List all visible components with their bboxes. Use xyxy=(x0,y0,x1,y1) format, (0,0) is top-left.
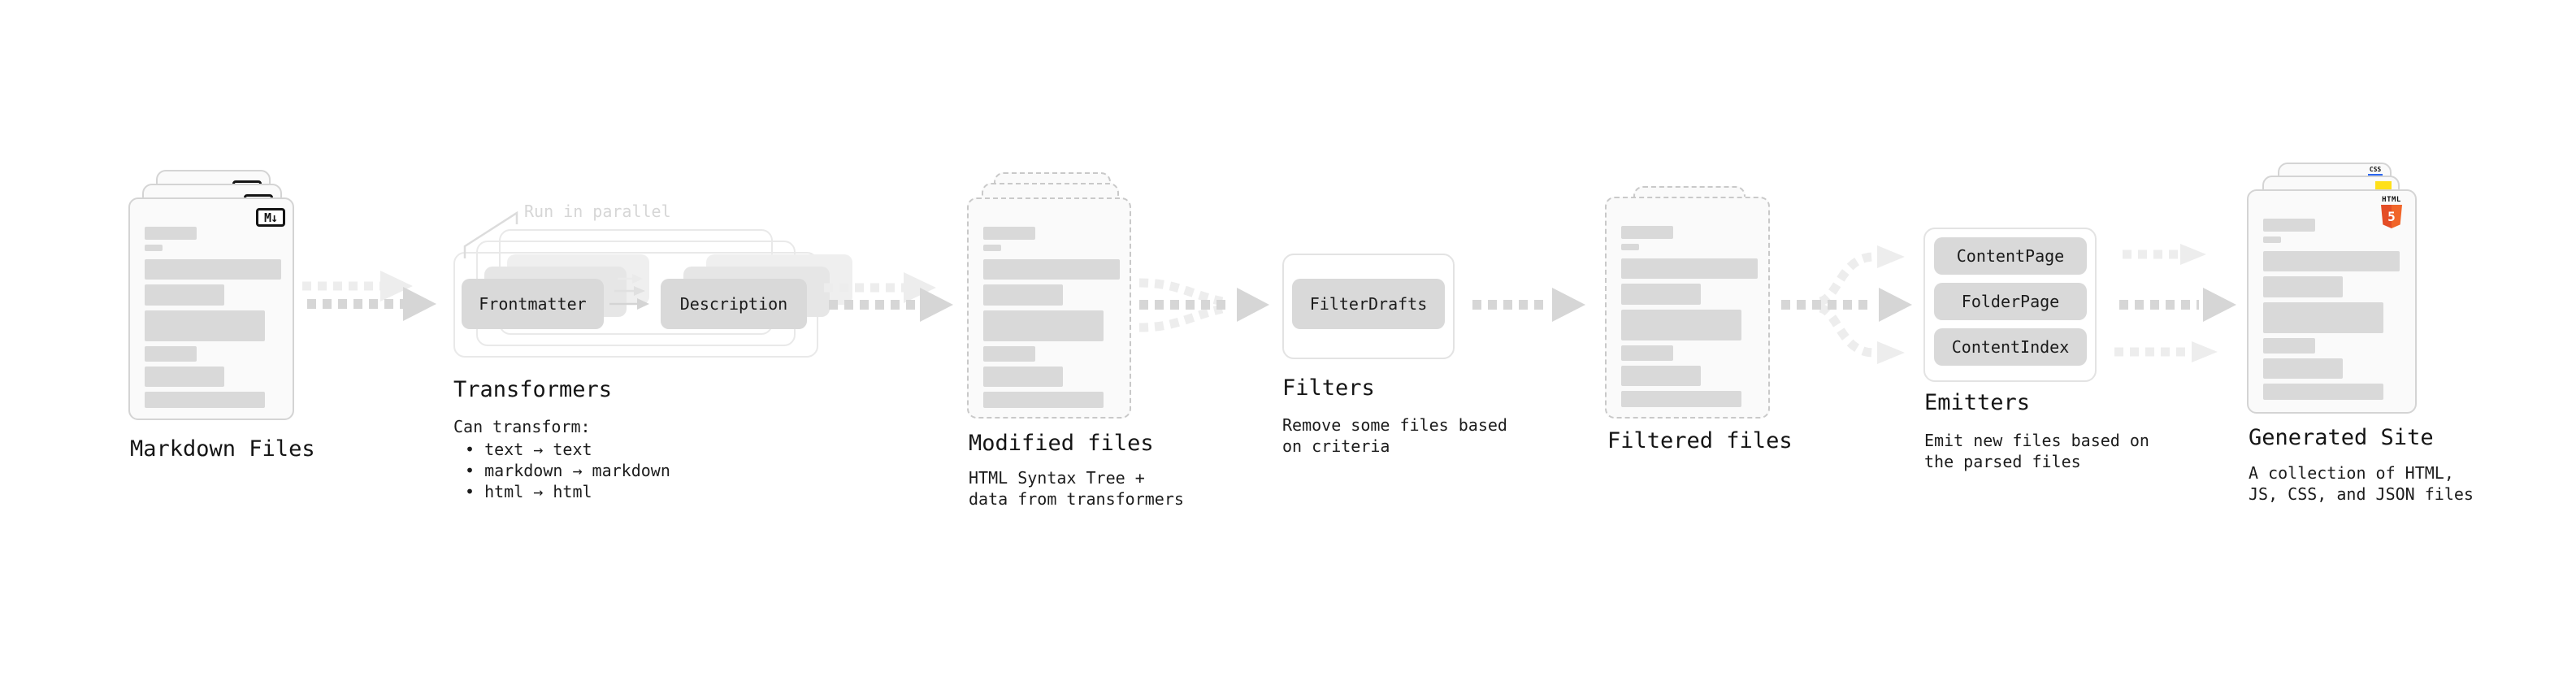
text-placeholder-line xyxy=(1621,366,1701,386)
text-placeholder-line xyxy=(2263,219,2315,232)
description-node: Description xyxy=(661,279,807,329)
text-placeholder-line xyxy=(145,259,281,280)
run-in-parallel-annotation: Run in parallel xyxy=(524,202,671,221)
filter-drafts-node: FilterDrafts xyxy=(1292,279,1445,329)
markdown-file-card-front: M↓ xyxy=(128,197,294,420)
text-placeholder-line xyxy=(2263,384,2383,400)
transformers-bullet: • text → text xyxy=(465,440,592,459)
text-placeholder-line xyxy=(1621,258,1758,279)
text-placeholder-line xyxy=(983,346,1035,362)
emitters-subtitle: Emit new files based on the parsed files xyxy=(1924,431,2149,471)
text-placeholder-line xyxy=(2263,338,2315,354)
text-placeholder-line xyxy=(983,284,1063,306)
markdown-icon: M↓ xyxy=(256,208,285,227)
text-placeholder-line xyxy=(2263,276,2343,297)
filtered-files-label: Filtered files xyxy=(1607,428,1793,453)
text-placeholder-line xyxy=(1621,226,1673,239)
modified-file-card-front xyxy=(967,197,1131,419)
text-placeholder-line xyxy=(145,367,224,387)
text-placeholder-line xyxy=(145,284,224,306)
text-placeholder-line xyxy=(2263,302,2383,333)
text-placeholder-line xyxy=(2263,251,2400,271)
content-page-node: ContentPage xyxy=(1934,237,2087,275)
text-placeholder-line xyxy=(983,392,1104,408)
text-placeholder-line xyxy=(2263,358,2343,379)
text-placeholder-line xyxy=(145,310,265,341)
generated-site-subtitle: A collection of HTML, JS, CSS, and JSON … xyxy=(2249,463,2474,504)
transformers-bullet: • markdown → markdown xyxy=(465,461,670,480)
text-placeholder-line xyxy=(145,392,265,408)
filters-title: Filters xyxy=(1282,375,1375,401)
text-placeholder-line xyxy=(983,227,1035,240)
generated-site-label: Generated Site xyxy=(2249,425,2434,450)
text-placeholder-line xyxy=(1621,244,1639,250)
transformers-title: Transformers xyxy=(453,377,613,402)
emitters-title: Emitters xyxy=(1924,390,2031,415)
frontmatter-node: Frontmatter xyxy=(462,279,604,329)
text-placeholder-line xyxy=(145,227,197,240)
text-placeholder-line xyxy=(1621,310,1741,340)
markdown-files-label: Markdown Files xyxy=(130,436,315,462)
arrow-filters-to-filtered xyxy=(1472,288,1585,322)
transformers-bullet: • html → html xyxy=(465,482,592,501)
html5-icon: HTML 5 xyxy=(2380,196,2403,228)
text-placeholder-line xyxy=(2263,236,2281,243)
text-placeholder-line xyxy=(145,245,163,251)
arrow-markdown-to-transformers xyxy=(302,271,436,321)
text-placeholder-line xyxy=(145,346,197,362)
content-index-node: ContentIndex xyxy=(1934,328,2087,366)
text-placeholder-line xyxy=(983,259,1120,280)
javascript-icon xyxy=(2375,181,2392,192)
arrow-emitters-to-generated xyxy=(2114,244,2236,362)
text-placeholder-line xyxy=(983,367,1063,387)
filtered-file-card-front xyxy=(1605,197,1770,419)
generated-file-card-front: HTML 5 xyxy=(2247,189,2417,414)
filters-subtitle: Remove some files based on criteria xyxy=(1282,415,1507,456)
arrow-modified-to-filters xyxy=(1138,278,1269,332)
arrow-filtered-to-emitters xyxy=(1781,245,1912,364)
text-placeholder-line xyxy=(1621,391,1741,407)
modified-files-label: Modified files xyxy=(969,431,1154,456)
text-placeholder-line xyxy=(1621,345,1673,361)
text-placeholder-line xyxy=(983,245,1001,251)
modified-files-subtitle: HTML Syntax Tree + data from transformer… xyxy=(969,468,1184,509)
transformers-subtitle: Can transform: xyxy=(453,417,591,436)
text-placeholder-line xyxy=(1621,284,1701,305)
text-placeholder-line xyxy=(983,310,1104,341)
folder-page-node: FolderPage xyxy=(1934,283,2087,320)
